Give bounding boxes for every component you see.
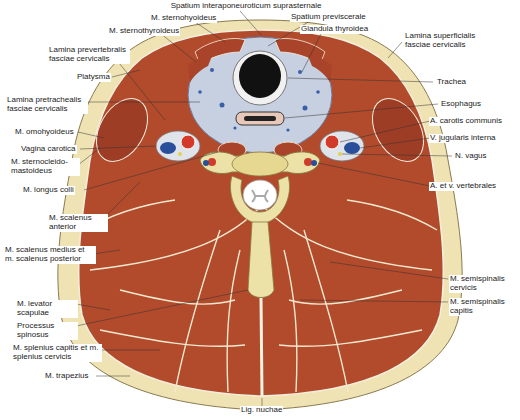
structure-label: Spatium interaponeuroticum suprasternale: [150, 2, 342, 11]
structure-label: Esophagus: [440, 100, 482, 109]
structure-label: M. semispinalis capitis: [449, 298, 517, 316]
structure-label: M. trapezius: [44, 372, 90, 381]
structure-label: Processus spinosus: [16, 322, 78, 340]
structure-label: M. splenius capitis et m. splenius cervi…: [12, 344, 102, 362]
structure-label: M. sternocleido-mastoideus: [10, 158, 80, 176]
structure-label: Glandula thyroidea: [300, 25, 369, 34]
structure-label: Platysma: [76, 73, 111, 82]
structure-label: M. sternohyoideus: [150, 14, 217, 23]
structure-label: Vagina carotica: [20, 145, 77, 154]
structure-label: M. sternothyroideus: [108, 27, 180, 36]
structure-label: Spatium previscerale: [290, 13, 367, 22]
structure-label: Lamina superficialis fasciae cervicalis: [404, 32, 496, 50]
structure-label: A. et v. vertebrales: [429, 182, 517, 191]
structure-label: M. levator scapulae: [16, 300, 78, 318]
structure-label: Lamina prevertebralis fasciae cervicalis: [48, 46, 130, 64]
structure-label: N. vagus: [454, 152, 488, 161]
structure-label: M. longus colli: [22, 186, 75, 195]
structure-label: M. omohyoideus: [14, 128, 75, 137]
structure-label: M. semispinalis cervicis: [449, 275, 517, 293]
structure-label: Lamina pretrachealis fasciae cervicalis: [6, 96, 88, 114]
structure-label: V. jugularis interna: [429, 134, 517, 143]
structure-label: M. scalenus anterior: [48, 214, 108, 232]
structure-label: Trachea: [436, 78, 467, 87]
structure-label: Lig. nuchae: [240, 406, 283, 415]
structure-label: M. scalenus medius et m. scalenus poster…: [4, 246, 96, 264]
structure-label: A. carotis communis: [429, 117, 517, 126]
